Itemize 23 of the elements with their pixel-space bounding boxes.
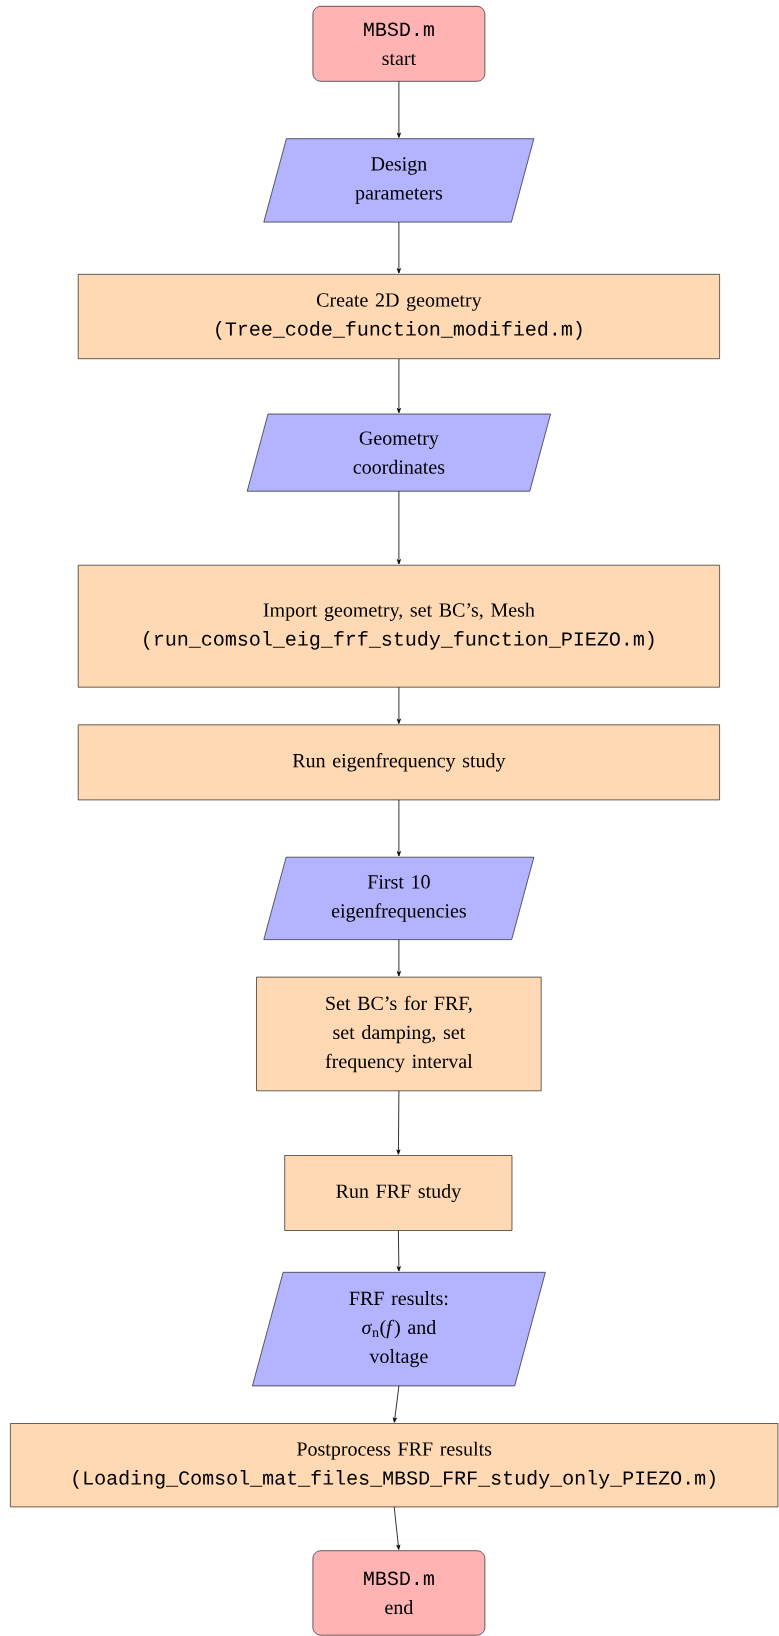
terminal-box: MBSD.m end (312, 1550, 486, 1636)
process-box: Postprocess FRF results (Loading_Comsol_mat_files_MBSD_FRF_study_only_PIEZO.m) (10, 1423, 779, 1508)
terminal-box: MBSD.m start (312, 6, 486, 82)
data-parallelogram: FRF results: σ$_{n}$(f) and voltage (252, 1272, 546, 1387)
process-box: Set BC’s for FRF, set damping, set frequency interval (256, 976, 542, 1092)
process-box: Import geometry, set BC’s, Mesh (run_comsol_eig_frf_study_function_PIEZO.m) (77, 564, 720, 688)
data-parallelogram: Design parameters (263, 138, 535, 223)
arrow (393, 1506, 401, 1550)
arrow (396, 358, 401, 414)
arrow (396, 80, 401, 138)
arrow (396, 1090, 401, 1155)
process-box: Run FRF study (284, 1155, 513, 1231)
process-box: Create 2D geometry (Tree_code_function_modified.m) (77, 274, 720, 360)
data-parallelogram: Geometry coordinates (246, 413, 551, 492)
arrow (392, 1385, 400, 1423)
arrow (396, 799, 401, 857)
arrow (396, 221, 401, 274)
arrow (396, 686, 401, 724)
arrow (396, 939, 401, 977)
arrow (396, 1230, 401, 1272)
data-parallelogram: First 10 eigenfrequencies (263, 856, 535, 940)
arrow (396, 490, 401, 565)
process-box: Run eigenfrequency study (77, 724, 720, 801)
